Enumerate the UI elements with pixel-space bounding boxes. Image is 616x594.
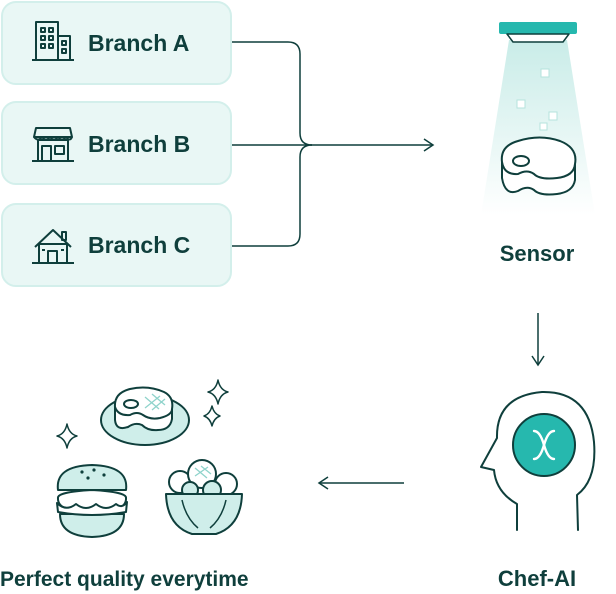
- salad-bowl-icon: [165, 459, 243, 535]
- ai-to-output-arrow: [317, 476, 404, 490]
- branch-connectors: [232, 41, 435, 247]
- sparkle-icon: [207, 379, 229, 405]
- steak-icon: [500, 136, 577, 196]
- branch-a-label: Branch A: [88, 30, 189, 56]
- steak-plate-icon: [100, 386, 190, 446]
- branch-c-card: Branch C: [1, 203, 232, 287]
- branch-b-card: Branch B: [1, 101, 232, 185]
- sparkle-icon: [203, 405, 221, 427]
- house-icon: [32, 229, 74, 264]
- storefront-icon: [32, 127, 74, 162]
- ceiling-sensor-icon: [481, 22, 595, 215]
- sensor-label: Sensor: [500, 241, 575, 266]
- office-building-icon: [32, 21, 74, 61]
- head-with-ai-chip-icon: [480, 390, 596, 531]
- branch-c-label: Branch C: [88, 232, 190, 258]
- chef-ai-label: Chef-AI: [498, 566, 576, 591]
- burger-icon: [56, 464, 128, 538]
- ai-x-mark: [532, 429, 556, 461]
- output-caption: Perfect quality everytime: [0, 568, 249, 591]
- sensor-to-ai-arrow: [531, 313, 545, 367]
- branch-a-card: Branch A: [1, 1, 232, 85]
- branch-b-label: Branch B: [88, 131, 190, 157]
- sparkle-icon: [56, 423, 78, 449]
- plated-dishes-icon: [56, 379, 243, 538]
